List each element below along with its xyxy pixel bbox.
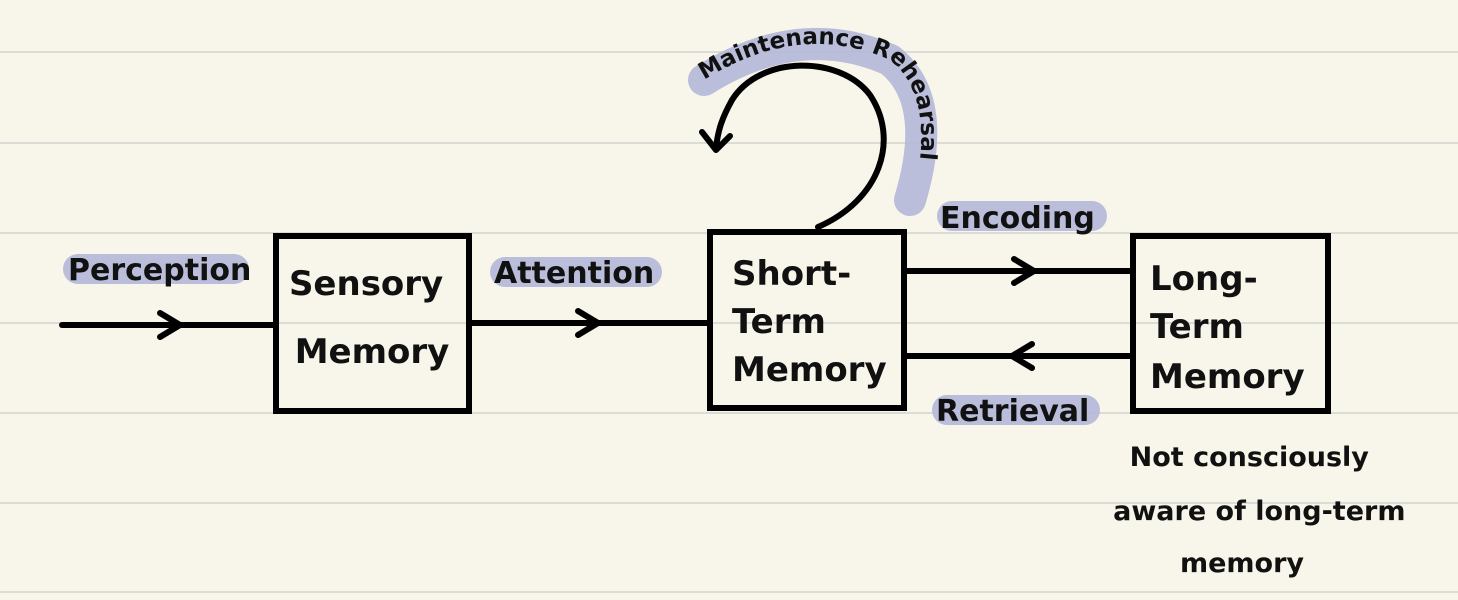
note-line-1: Not consciously [1130,442,1370,473]
rehearsal-loop-arrow [699,62,887,230]
long-term-note: Not consciously aware of long-term memor… [1113,442,1415,579]
sensory-line-2: Memory [295,332,450,372]
note-line-3: memory [1180,548,1304,579]
sensory-line-1: Sensory [289,264,443,304]
short-term-line-2: Term [732,302,826,342]
short-term-line-1: Short- [732,254,851,294]
attention-label: Attention [494,256,654,291]
encoding-highlight [937,201,1107,231]
short-term-line-3: Memory [732,350,887,390]
long-term-line-3: Memory [1150,357,1305,397]
retrieval-arrow [901,341,1136,371]
perception-label: Perception [68,253,251,288]
rehearsal-highlight [688,28,938,216]
note-line-2: aware of long-term [1113,496,1405,527]
attention-highlight [490,257,662,287]
encoding-arrow [901,256,1136,286]
sensory-memory-label: Sensory Memory [289,264,455,372]
long-term-line-2: Term [1150,307,1244,347]
highlights [63,28,1107,425]
encoding-label: Encoding [940,201,1095,236]
long-term-memory-label: Long- Term Memory [1150,259,1305,397]
short-term-memory-label: Short- Term Memory [732,254,887,390]
long-term-line-1: Long- [1150,259,1258,299]
retrieval-highlight [932,395,1100,425]
retrieval-label: Retrieval [936,394,1089,429]
attention-arrow [466,308,713,338]
perception-arrow [59,310,279,340]
perception-highlight [63,254,249,284]
long-term-memory-box [1130,233,1331,414]
